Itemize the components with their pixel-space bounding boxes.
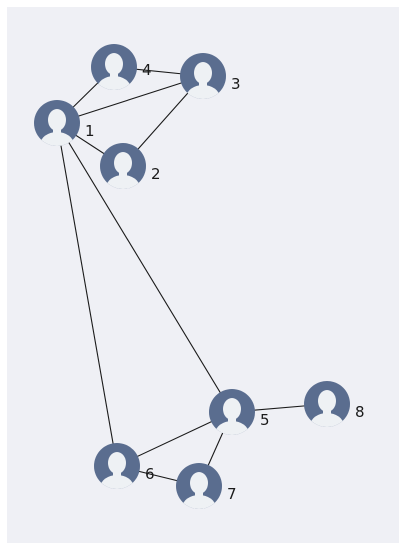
- node-label-5: 5: [260, 411, 270, 429]
- edges-layer: [56, 66, 328, 487]
- person-avatar-icon: [304, 381, 350, 427]
- nodes-layer: 1 2 3 4 5 6 7 8: [34, 44, 365, 521]
- graph-node-6[interactable]: 6: [94, 443, 155, 501]
- node-label-8: 8: [355, 403, 365, 421]
- edge-1-5: [56, 122, 233, 413]
- graph-node-7[interactable]: 7: [176, 463, 237, 521]
- edge-1-3: [56, 75, 204, 124]
- graph-node-4[interactable]: 4: [91, 44, 152, 102]
- graph-node-1[interactable]: 1: [34, 100, 95, 158]
- person-avatar-icon: [100, 143, 146, 189]
- network-graph: 1 2 3 4 5 6 7 8: [34, 44, 365, 521]
- person-avatar-icon: [180, 53, 226, 99]
- node-label-6: 6: [145, 465, 155, 483]
- person-avatar-icon: [94, 443, 140, 489]
- person-avatar-icon: [91, 44, 137, 90]
- graph-node-3[interactable]: 3: [180, 53, 241, 111]
- person-avatar-icon: [34, 100, 80, 146]
- graph-node-8[interactable]: 8: [304, 381, 365, 439]
- node-label-1: 1: [85, 122, 95, 140]
- node-label-7: 7: [227, 485, 237, 503]
- node-label-2: 2: [151, 165, 161, 183]
- node-label-4: 4: [142, 61, 152, 79]
- person-avatar-icon: [209, 389, 255, 435]
- person-avatar-icon: [176, 463, 222, 509]
- graph-canvas: 1 2 3 4 5 6 7 8: [7, 7, 399, 543]
- graph-node-2[interactable]: 2: [100, 143, 161, 201]
- graph-node-5[interactable]: 5: [209, 389, 270, 447]
- edge-1-6: [56, 122, 118, 467]
- node-label-3: 3: [231, 75, 241, 93]
